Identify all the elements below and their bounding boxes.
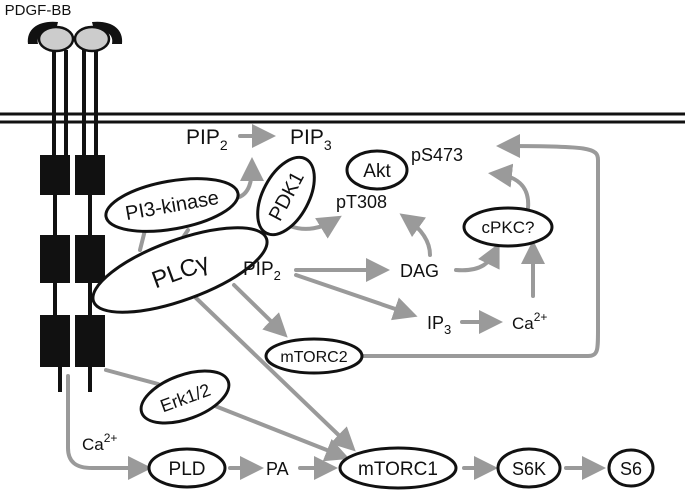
label-ca-influx: Ca2+ [82,431,117,454]
svg-text:mTORC1: mTORC1 [358,459,438,480]
arrow-plcg-to-mtorc2 [232,283,288,338]
node-akt: Akt [345,149,409,191]
arrow-erk-to-mtorc1 [208,402,350,462]
arrow-receptor-to-pld [66,374,152,480]
arrow-dag-to-pt308 [399,213,432,257]
svg-text:S6K: S6K [512,459,546,479]
node-pld: PLD [147,447,227,489]
arrow-dag-to-cpkc [454,242,500,273]
label-ps473: pS473 [411,145,463,165]
label-pip2-top: PIP2 [186,126,228,153]
svg-text:S6: S6 [620,459,642,479]
ligand-label: PDGF-BB [5,2,72,19]
arrow-pdk1-to-pt308 [288,215,342,239]
node-cpkc: cPKC? [462,206,554,248]
node-mtorc1: mTORC1 [338,446,458,490]
label-pt308: pT308 [336,192,387,212]
node-s6k: S6K [496,447,562,489]
label-pip2-plc: PIP2 [243,259,281,283]
svg-text:PLD: PLD [169,459,206,480]
label-ip3: IP3 [427,313,451,337]
arrow-pip2-to-ip3 [294,273,418,321]
label-pa: PA [266,459,289,479]
svg-text:cPKC?: cPKC? [482,218,535,237]
node-s6: S6 [607,448,655,488]
node-plcg: PLCγ [91,226,269,314]
label-pip3: PIP3 [290,126,332,153]
arrow-receptor-to-erk [104,368,160,386]
node-pdk1: PDK1 [256,155,316,237]
node-pi3k: PI3-kinase [104,177,240,233]
ligand-pdgf-bb [37,25,111,53]
pi3k-link-left [138,228,147,252]
arrow-plcg-to-mtorc1 [194,296,356,452]
label-dag: DAG [400,261,439,281]
arrows [66,124,606,480]
svg-text:mTORC2: mTORC2 [280,349,347,366]
cell-membrane [0,112,685,124]
node-mtorc2: mTORC2 [264,337,364,375]
pdgf-receptor [27,21,123,392]
label-ca-cytosol: Ca2+ [512,310,547,333]
node-erk: Erk1/2 [139,369,231,425]
svg-text:Akt: Akt [363,161,391,182]
arrow-mtorc2-to-ps473 [360,134,600,358]
arrow-cpkc-to-ps473 [488,163,531,210]
